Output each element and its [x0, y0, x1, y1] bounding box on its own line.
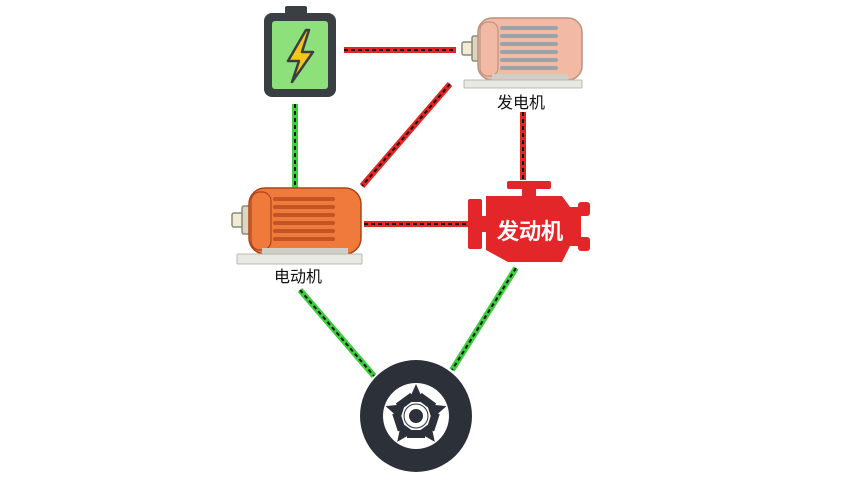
- wheel-icon: [360, 360, 472, 472]
- battery-icon: [264, 6, 336, 97]
- motor-label: 电动机: [274, 267, 322, 286]
- engine-icon: [468, 181, 590, 262]
- generator-icon: [461, 17, 583, 89]
- link-generator-motor: [359, 82, 453, 188]
- motor-icon: [231, 187, 363, 265]
- generator-label: 发电机: [497, 93, 545, 112]
- link-motor-wheel: [297, 288, 377, 378]
- connections: [292, 47, 526, 378]
- engine-label: 发动机: [496, 219, 563, 245]
- link-engine-wheel: [449, 266, 519, 372]
